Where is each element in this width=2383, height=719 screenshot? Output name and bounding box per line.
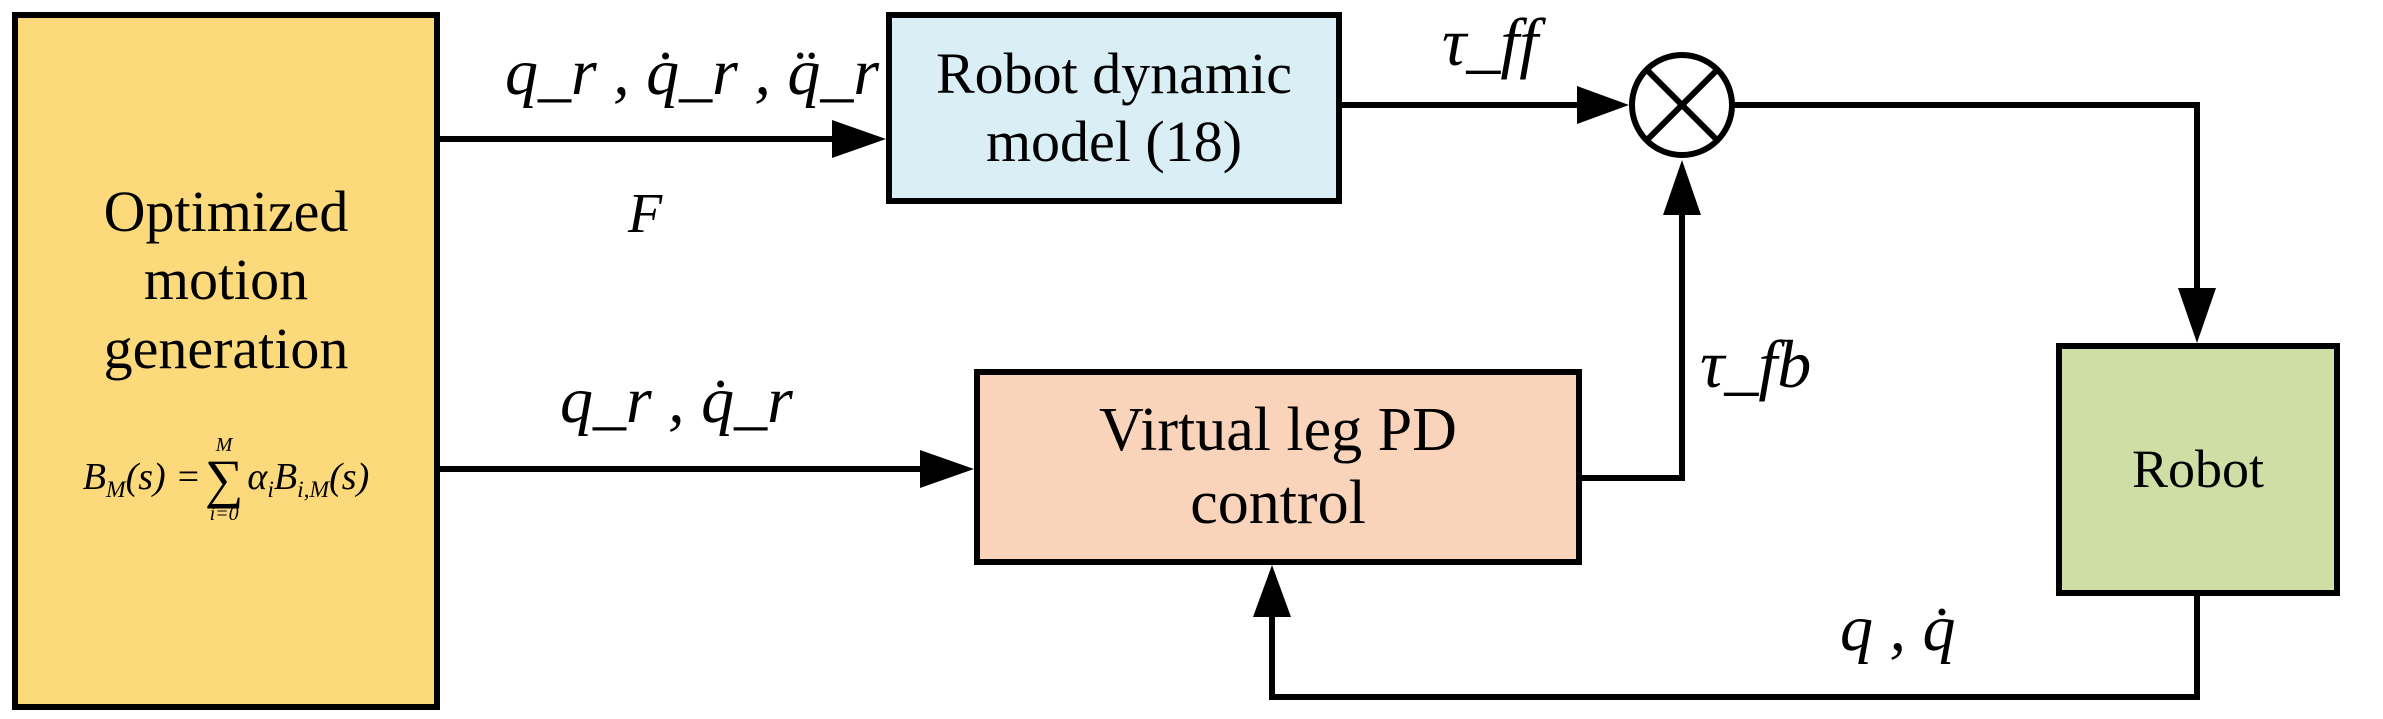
arrowhead-robot xyxy=(2178,288,2216,343)
arrow-junction-to-robot xyxy=(1732,102,2200,288)
arrowhead-pd-bottom xyxy=(1253,565,1291,617)
motion-generation-label: Optimized motion generation xyxy=(103,179,349,381)
signal-qr-qdr: q_r , q̇_r xyxy=(560,364,793,437)
signal-force: F xyxy=(628,183,663,245)
junction-cross-b xyxy=(1644,67,1720,143)
bspline-equation: BM(s) = M ∑ i=0 αiBi,M(s) xyxy=(82,434,370,525)
pd-control-block: Virtual leg PD control xyxy=(974,369,1582,565)
arrowhead-dynamic xyxy=(832,120,886,158)
dynamic-model-label: Robot dynamic model (18) xyxy=(935,40,1292,174)
robot-label: Robot xyxy=(2131,438,2265,499)
pd-control-label: Virtual leg PD control xyxy=(1099,395,1457,537)
signal-feedback-q-qd: q , q̇ xyxy=(1840,592,1956,665)
arrow-feedback-to-pd xyxy=(1269,596,2200,700)
arrow-pd-to-junction xyxy=(1580,215,1685,481)
arrowhead-junction-bottom xyxy=(1663,160,1701,215)
signal-tau-ff: τ_ff xyxy=(1442,4,1539,80)
robot-block: Robot xyxy=(2056,343,2340,596)
motion-generation-block: Optimized motion generation BM(s) = M ∑ … xyxy=(12,12,440,710)
signal-qr-qdr-qddr: q_r , q̇_r , q̈_r xyxy=(505,36,880,109)
dynamic-model-block: Robot dynamic model (18) xyxy=(886,12,1342,204)
signal-tau-fb: τ_fb xyxy=(1700,326,1812,402)
arrowhead-junction-left xyxy=(1577,86,1629,124)
arrowhead-pd xyxy=(920,450,974,488)
